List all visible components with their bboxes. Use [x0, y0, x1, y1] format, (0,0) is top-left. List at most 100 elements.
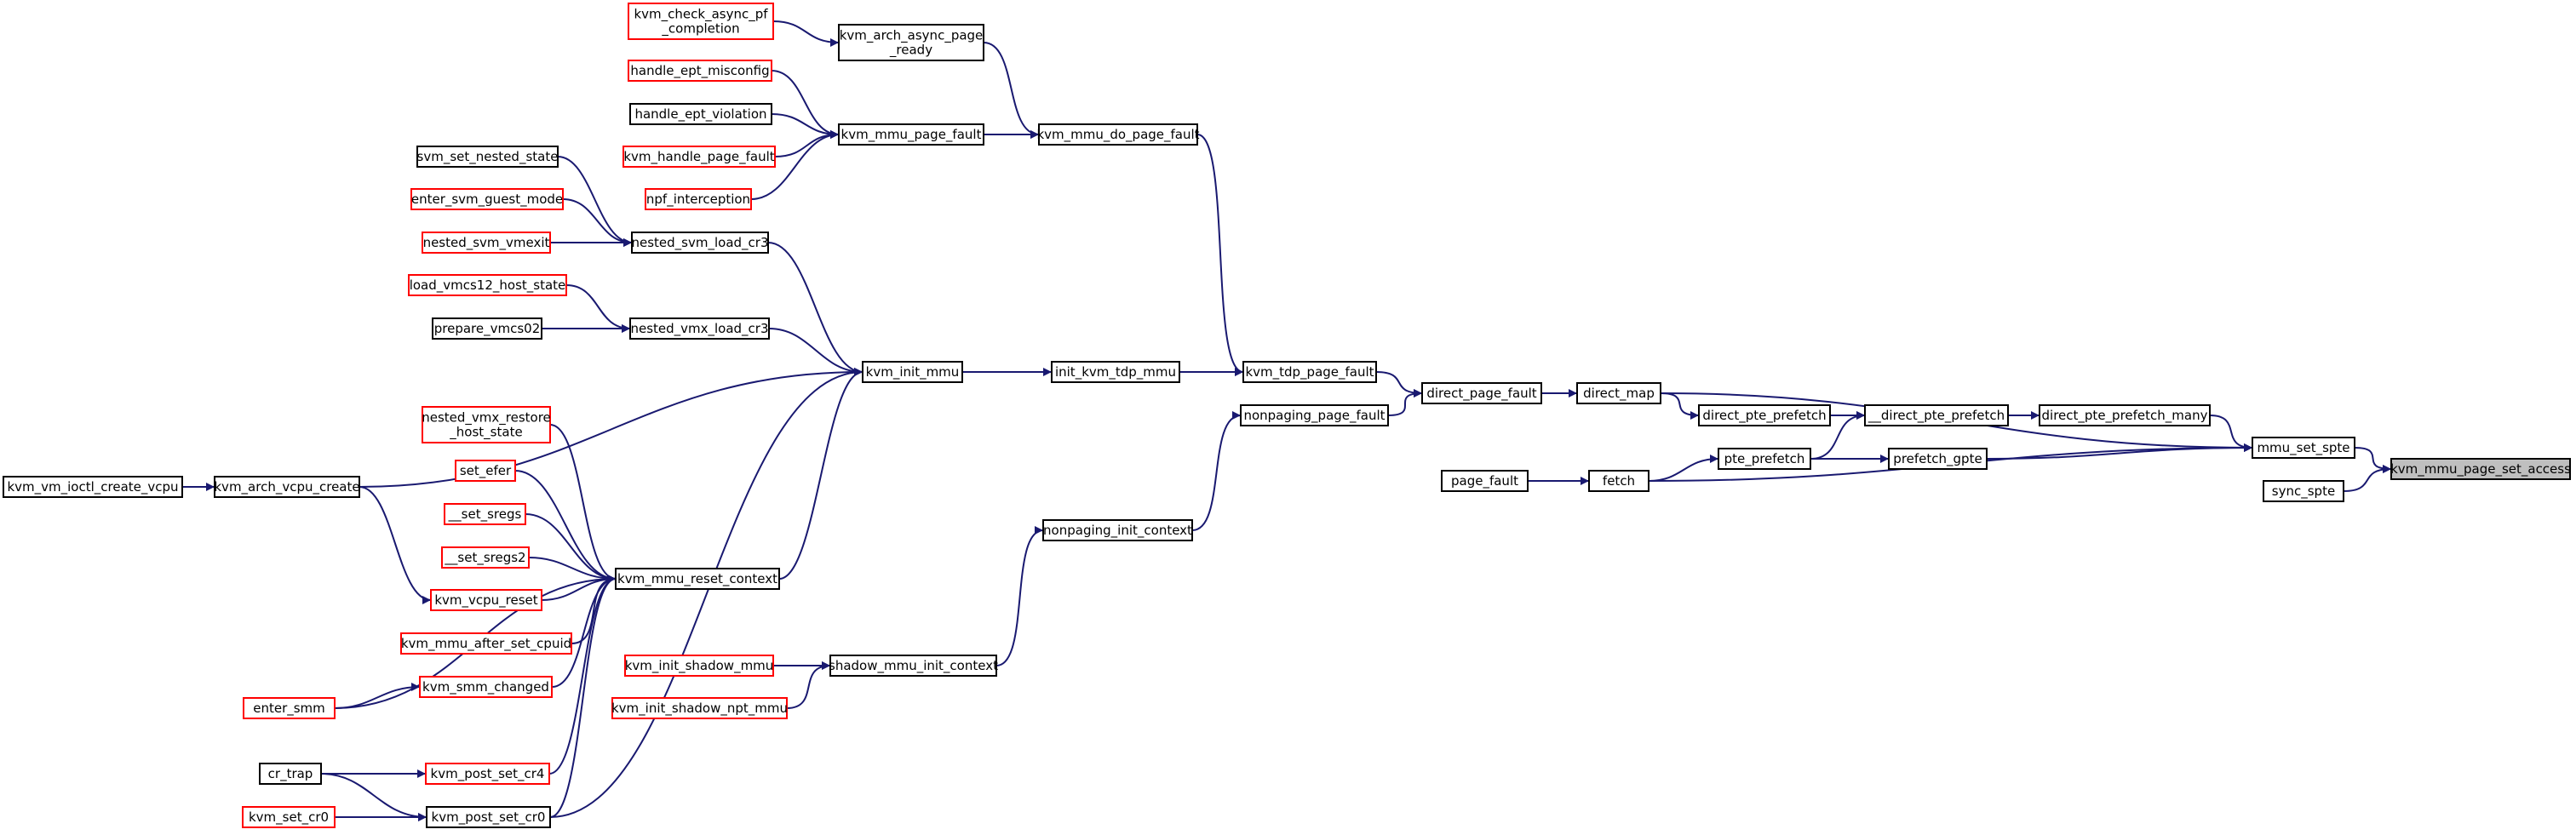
- node-handle-ept-violation[interactable]: handle_ept_violation: [629, 103, 772, 125]
- node-kvm-smm-changed[interactable]: kvm_smm_changed: [419, 676, 553, 698]
- node-sync-spte[interactable]: sync_spte: [2263, 480, 2344, 502]
- node-kvm-check-async-pf-completion[interactable]: kvm_check_async_pf_completion: [628, 3, 774, 40]
- node-kvm-mmu-do-page-fault[interactable]: kvm_mmu_do_page_fault: [1036, 123, 1200, 146]
- edge-line: [1810, 411, 1866, 460]
- node-enter-svm-guest-mode[interactable]: enter_svm_guest_mode: [410, 188, 564, 210]
- node-fetch[interactable]: fetch: [1588, 470, 1649, 492]
- edge-line: [771, 113, 840, 139]
- node-label: kvm_init_shadow_mmu: [625, 658, 774, 674]
- edge-line: [571, 575, 617, 644]
- edge-line: [1375, 371, 1423, 397]
- node-box: [3, 476, 183, 498]
- node-prefetch-gpte[interactable]: prefetch_gpte: [1888, 448, 1988, 470]
- node-pte-prefetch[interactable]: pte_prefetch: [1718, 448, 1811, 470]
- node-box: [622, 146, 776, 168]
- node-direct-map[interactable]: direct_map: [1576, 382, 1661, 404]
- node-box: [455, 460, 516, 482]
- edge-kvm_smm_changed-to-kvm_mmu_reset_context: [551, 575, 617, 688]
- edge-sync_spte-to-kvm_mmu_page_set_access: [2343, 465, 2392, 492]
- node-kvm-set-cr0[interactable]: kvm_set_cr0: [242, 806, 336, 828]
- node-kvm-init-shadow-mmu[interactable]: kvm_init_shadow_mmu: [624, 655, 774, 677]
- node-kvm-init-shadow-npt-mmu[interactable]: kvm_init_shadow_npt_mmu: [611, 697, 788, 719]
- node-set-efer[interactable]: set_efer: [455, 460, 516, 482]
- node-label: nested_vmx_load_cr3: [630, 321, 768, 337]
- edge-line: [525, 513, 617, 583]
- node-nested-svm-load-cr3[interactable]: nested_svm_load_cr3: [631, 232, 769, 254]
- node---set-sregs[interactable]: __set_sregs: [444, 503, 526, 525]
- edge-shadow_mmu_init_context-to-nonpaging_init_context: [995, 526, 1044, 666]
- node-direct-pte-prefetch-many[interactable]: direct_pte_prefetch_many: [2039, 404, 2211, 426]
- edge-enter_svm_guest_mode-to-nested_svm_load_cr3: [562, 198, 633, 247]
- edge-nonpaging_init_context-to-nonpaging_page_fault: [1191, 411, 1242, 531]
- node-box: [611, 697, 788, 719]
- node-box: [645, 188, 752, 210]
- node-kvm-handle-page-fault[interactable]: kvm_handle_page_fault: [622, 146, 776, 168]
- edge-line: [1387, 389, 1423, 416]
- node-kvm-vm-ioctl-create-vcpu[interactable]: kvm_vm_ioctl_create_vcpu: [3, 476, 183, 498]
- edge-nested_vmx_restore_host_state-to-kvm_mmu_reset_context: [549, 424, 617, 583]
- edge-kvm_arch_async_page_ready-to-kvm_mmu_do_page_fault: [983, 42, 1040, 139]
- edge-line: [565, 284, 631, 333]
- node-direct-pte-prefetch[interactable]: direct_pte_prefetch: [1698, 404, 1831, 426]
- node-label: nonpaging_init_context: [1043, 523, 1192, 539]
- edge-line: [774, 130, 840, 157]
- node-mmu-set-spte[interactable]: mmu_set_spte: [2252, 437, 2355, 459]
- node-label: _host_state: [449, 425, 522, 441]
- node-page-fault[interactable]: page_fault: [1441, 470, 1529, 492]
- edge-line: [1660, 392, 1700, 420]
- node-box: [1576, 382, 1661, 404]
- node-label: load_vmcs12_host_state: [410, 277, 566, 294]
- node-kvm-arch-async-page-ready[interactable]: kvm_arch_async_page_ready: [838, 24, 984, 61]
- node-kvm-init-mmu[interactable]: kvm_init_mmu: [862, 361, 963, 383]
- node-label: handle_ept_violation: [634, 106, 766, 123]
- node-enter-smm[interactable]: enter_smm: [243, 697, 336, 719]
- edge-kvm_post_set_cr0-to-kvm_init_mmu: [549, 368, 863, 818]
- node-load-vmcs12-host-state[interactable]: load_vmcs12_host_state: [408, 274, 567, 296]
- node-kvm-vcpu-reset[interactable]: kvm_vcpu_reset: [430, 589, 542, 611]
- node-kvm-mmu-page-set-access[interactable]: kvm_mmu_page_set_access: [2390, 458, 2571, 480]
- node-label: __set_sregs2: [444, 550, 525, 566]
- node-box: [410, 188, 564, 210]
- edge-line: [771, 70, 840, 139]
- node-kvm-mmu-after-set-cpuid[interactable]: kvm_mmu_after_set_cpuid: [400, 632, 572, 655]
- node-box: [1698, 404, 1831, 426]
- edge-line: [768, 328, 863, 376]
- node-kvm-mmu-reset-context[interactable]: kvm_mmu_reset_context: [615, 568, 780, 590]
- edge-fetch-to-pte_prefetch: [1648, 455, 1719, 482]
- node-label: nested_svm_load_cr3: [631, 235, 768, 251]
- node-nested-vmx-load-cr3[interactable]: nested_vmx_load_cr3: [629, 317, 770, 340]
- node---direct-pte-prefetch[interactable]: __direct_pte_prefetch: [1864, 404, 2009, 426]
- node-kvm-tdp-page-fault[interactable]: kvm_tdp_page_fault: [1242, 361, 1377, 383]
- node-label: direct_pte_prefetch_many: [2042, 408, 2208, 424]
- node-direct-page-fault[interactable]: direct_page_fault: [1421, 382, 1542, 404]
- nodes-layer: kvm_mmu_page_set_access mmu_set_spte sync_…: [3, 3, 2571, 828]
- node-box: [2263, 480, 2344, 502]
- edge-line: [549, 424, 617, 583]
- node-svm-set-nested-state[interactable]: svm_set_nested_state: [416, 146, 559, 168]
- node-prepare-vmcs02[interactable]: prepare_vmcs02: [432, 317, 542, 340]
- node-box: [1588, 470, 1649, 492]
- node-handle-ept-misconfig[interactable]: handle_ept_misconfig: [628, 60, 772, 82]
- node-box: [425, 763, 550, 785]
- node-kvm-post-set-cr4[interactable]: kvm_post_set_cr4: [425, 763, 550, 785]
- node-box: [2252, 437, 2355, 459]
- edge-kvm_mmu_reset_context-to-kvm_init_mmu: [778, 368, 863, 580]
- node-box: [1042, 519, 1193, 541]
- node---set-sregs2[interactable]: __set_sregs2: [441, 546, 530, 569]
- node-cr-trap[interactable]: cr_trap: [259, 763, 322, 785]
- node-kvm-arch-vcpu-create[interactable]: kvm_arch_vcpu_create: [214, 476, 360, 498]
- node-shadow-mmu-init-context[interactable]: shadow_mmu_init_context: [829, 655, 998, 677]
- node-box: [422, 232, 551, 254]
- node-box: [416, 146, 559, 168]
- node-nonpaging-init-context[interactable]: nonpaging_init_context: [1042, 519, 1193, 541]
- node-kvm-post-set-cr0[interactable]: kvm_post_set_cr0: [426, 806, 551, 828]
- node-nonpaging-page-fault[interactable]: nonpaging_page_fault: [1240, 404, 1389, 426]
- node-kvm-mmu-page-fault[interactable]: kvm_mmu_page_fault: [838, 123, 984, 146]
- node-box: [444, 503, 526, 525]
- node-nested-svm-vmexit[interactable]: nested_svm_vmexit: [422, 232, 551, 254]
- node-npf-interception[interactable]: npf_interception: [645, 188, 752, 210]
- node-nested-vmx-restore-host-state[interactable]: nested_vmx_restore_host_state: [422, 406, 551, 443]
- node-init-kvm-tdp-mmu[interactable]: init_kvm_tdp_mmu: [1051, 361, 1180, 383]
- node-label: kvm_init_shadow_npt_mmu: [611, 701, 788, 717]
- node-label: set_efer: [460, 463, 512, 479]
